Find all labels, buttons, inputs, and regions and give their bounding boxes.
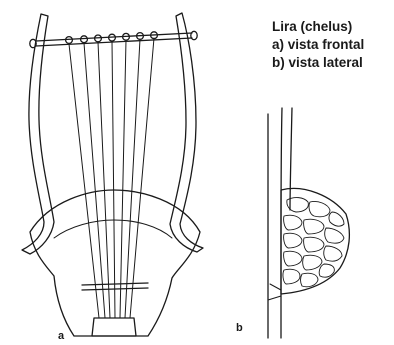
lyre-side-view bbox=[268, 108, 349, 338]
panel-label-a: a bbox=[58, 330, 64, 342]
left-arm bbox=[22, 14, 54, 254]
caption-line-a: a) vista frontal bbox=[272, 36, 364, 54]
tailpiece bbox=[92, 318, 136, 336]
figure-caption: Lira (chelus) a) vista frontal b) vista … bbox=[272, 18, 364, 72]
right-arm bbox=[170, 13, 203, 252]
caption-title: Lira (chelus) bbox=[272, 18, 364, 36]
strings bbox=[69, 38, 154, 318]
panel-label-b: b bbox=[236, 322, 243, 334]
yoke-crossbar bbox=[30, 31, 197, 47]
lyre-front-view bbox=[22, 13, 203, 336]
caption-line-b: b) vista lateral bbox=[272, 54, 364, 72]
tortoise-shell bbox=[281, 188, 349, 294]
